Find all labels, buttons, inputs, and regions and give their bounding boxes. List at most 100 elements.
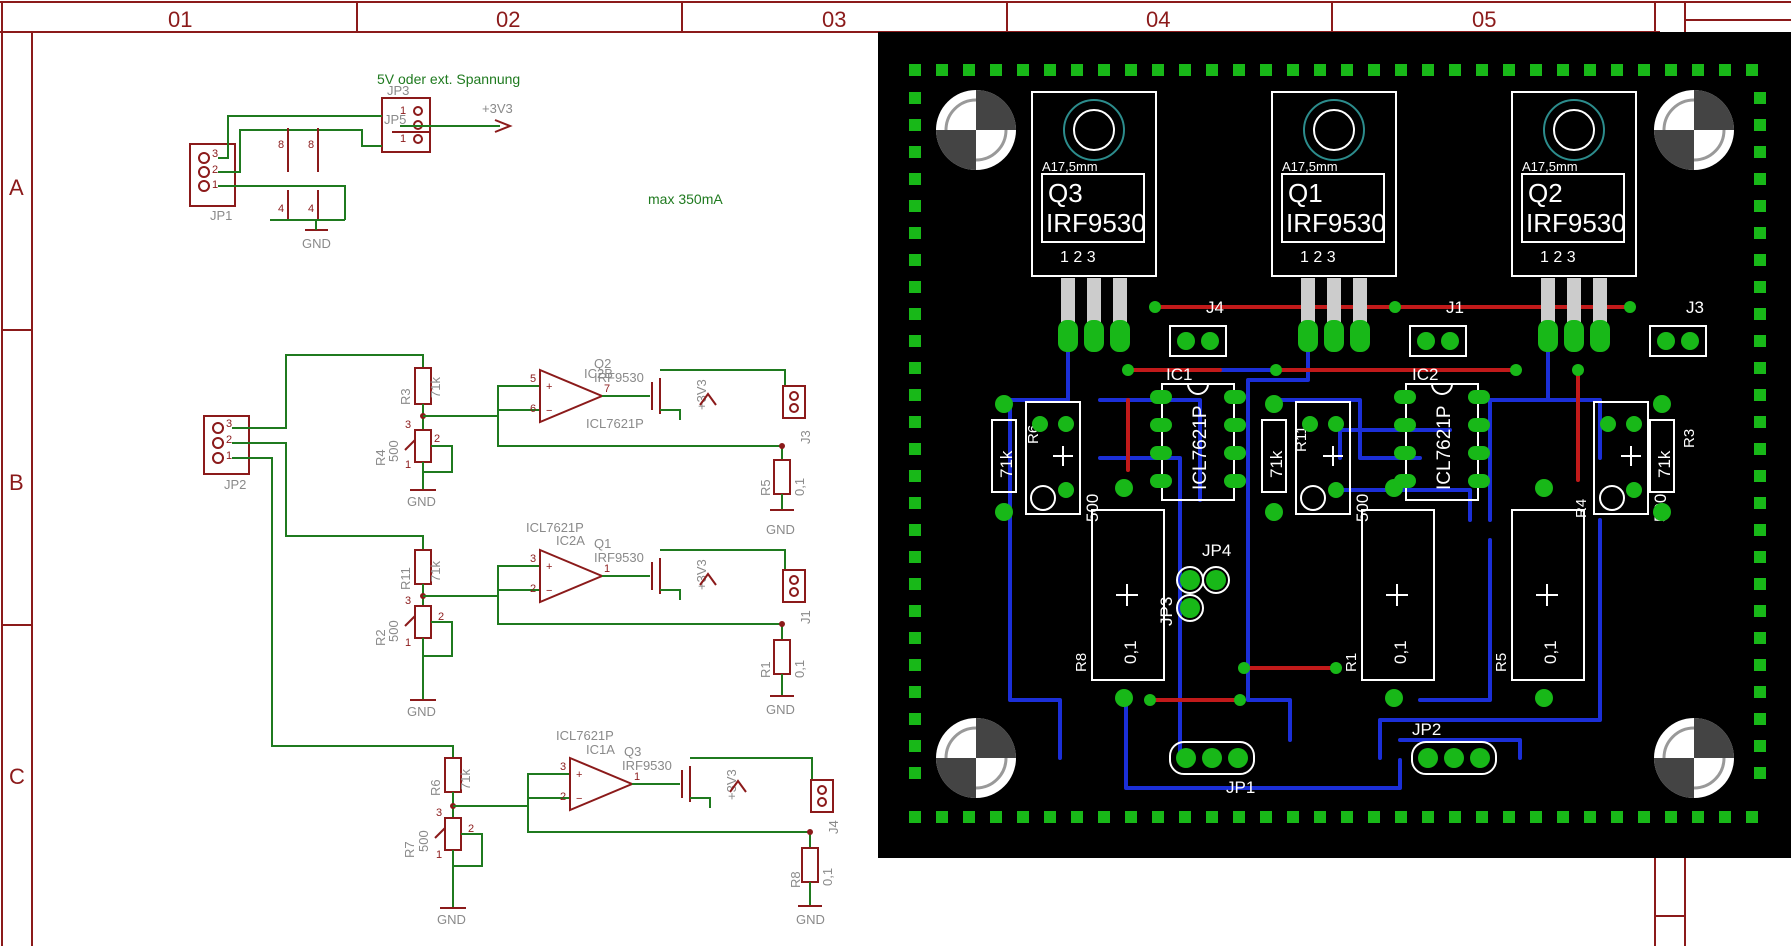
- jp3-label: JP3: [387, 83, 409, 98]
- ch1-rtop-value: 71k: [428, 377, 443, 398]
- ch1-j-label: J3: [798, 430, 813, 444]
- edge-pad: [1449, 64, 1461, 76]
- svg-text:3: 3: [405, 595, 411, 607]
- ch3-ic-part: ICL7621P: [556, 728, 614, 743]
- ch1-rsense-gnd: GND: [766, 522, 795, 537]
- svg-text:5: 5: [530, 373, 536, 385]
- channel-2: R11 71k R2 500 3 1 2 GND + − 3 2 1 ICL76…: [232, 442, 813, 719]
- ch2-rsense-value: 0,1: [792, 660, 807, 678]
- edge-pad: [909, 416, 921, 428]
- edge-pad: [1233, 64, 1245, 76]
- pcb-ic2: IC2 ICL7621P: [1394, 365, 1490, 501]
- svg-text:1: 1: [400, 133, 406, 145]
- edge-pad: [909, 227, 921, 239]
- edge-pad: [1754, 308, 1766, 320]
- svg-text:1: 1: [436, 849, 442, 861]
- jp2-label: JP2: [224, 477, 246, 492]
- ch3-pot-label: R7: [402, 841, 417, 858]
- svg-text:−: −: [546, 405, 552, 417]
- edge-pad: [1665, 64, 1677, 76]
- edge-pad: [909, 686, 921, 698]
- edge-pad: [1044, 811, 1056, 823]
- edge-pad: [1476, 811, 1488, 823]
- pcb-board: A17,5mm Q3 IRF9530 1 2 3 A17,5mm Q1 IRF9…: [878, 32, 1791, 858]
- pcb-r11-value: 71k: [1267, 450, 1286, 478]
- edge-pad: [909, 470, 921, 482]
- edge-pad: [909, 64, 921, 76]
- edge-pad: [909, 605, 921, 617]
- q3-pins: 1 2 3: [1060, 249, 1096, 266]
- edge-pad: [909, 443, 921, 455]
- edge-pad: [1754, 416, 1766, 428]
- edge-pad: [1368, 64, 1380, 76]
- edge-pad: [1638, 64, 1650, 76]
- ch2-rtop-value: 71k: [428, 561, 443, 582]
- pcb-shunt-r1: 0,1 R1: [1343, 479, 1435, 707]
- edge-pad: [1368, 811, 1380, 823]
- q3-part: IRF9530: [1046, 208, 1146, 238]
- pcb-jp2-label: JP2: [1412, 720, 1441, 739]
- edge-pad: [1746, 64, 1758, 76]
- edge-pad: [909, 811, 921, 823]
- ch2-rsense-label: R1: [758, 661, 773, 678]
- pcb-shunt-r8: 0,1 R8: [1073, 479, 1165, 707]
- svg-text:3: 3: [212, 148, 218, 160]
- ch1-supply: +3V3: [694, 379, 709, 410]
- pcb-ic1: IC1 ICL7621P: [1150, 365, 1246, 501]
- edge-pad: [1754, 578, 1766, 590]
- edge-pad: [1287, 64, 1299, 76]
- edge-pad: [1692, 64, 1704, 76]
- svg-text:+: +: [576, 769, 582, 781]
- pcb-r2-value: 500: [1353, 494, 1372, 522]
- svg-text:4: 4: [308, 203, 314, 215]
- edge-pad: [909, 389, 921, 401]
- pcb-r5-value: 0,1: [1541, 640, 1560, 664]
- pcb-q2: A17,5mm Q2 IRF9530 1 2 3: [1511, 91, 1637, 322]
- edge-pad: [1557, 811, 1569, 823]
- pcb-jp4-label: JP4: [1202, 541, 1231, 560]
- svg-text:2: 2: [434, 433, 440, 445]
- edge-pad: [909, 524, 921, 536]
- edge-pad: [990, 64, 1002, 76]
- edge-pad: [1754, 362, 1766, 374]
- edge-pad: [936, 64, 948, 76]
- edge-pad: [1260, 811, 1272, 823]
- edge-pad: [1754, 92, 1766, 104]
- edge-pad: [1314, 811, 1326, 823]
- edge-pad: [1341, 64, 1353, 76]
- ch1-jumper: [782, 385, 806, 419]
- pcb-vias: [1122, 301, 1636, 706]
- svg-text:7: 7: [604, 383, 610, 395]
- edge-pad: [1754, 713, 1766, 725]
- ch3-rsense-gnd: GND: [796, 912, 825, 927]
- svg-text:1: 1: [405, 637, 411, 649]
- edge-pad: [1754, 605, 1766, 617]
- edge-pad: [1530, 64, 1542, 76]
- pcb-jp1: JP1: [1169, 741, 1255, 797]
- ch1-ic-part: ICL7621P: [586, 416, 644, 431]
- ch1-pot-label: R4: [373, 449, 388, 466]
- edge-pad: [1754, 389, 1766, 401]
- edge-pad: [909, 92, 921, 104]
- mount-holes: [936, 90, 1734, 798]
- edge-pad: [909, 659, 921, 671]
- pcb-r3-value: 71k: [1655, 450, 1674, 478]
- pcb-q1: A17,5mm Q1 IRF9530 1 2 3: [1271, 91, 1397, 322]
- edge-pad: [1125, 64, 1137, 76]
- q3-heatsink-label: A17,5mm: [1042, 159, 1098, 174]
- ch1-rtop-label: R3: [398, 388, 413, 405]
- pcb-r1-value: 0,1: [1391, 640, 1410, 664]
- ch2-jumper: [782, 569, 806, 603]
- svg-text:−: −: [576, 793, 582, 805]
- edge-pad: [1314, 64, 1326, 76]
- edge-pad: [1754, 281, 1766, 293]
- edge-pad: [1557, 64, 1569, 76]
- edge-pad: [1503, 811, 1515, 823]
- q2-part: IRF9530: [1526, 208, 1626, 238]
- pcb-r1-label: R1: [1343, 653, 1360, 672]
- pcb-ic2-label: IC2: [1412, 365, 1438, 384]
- edge-pad: [1754, 524, 1766, 536]
- edge-pad: [909, 119, 921, 131]
- svg-text:2: 2: [530, 583, 536, 595]
- edge-pad: [909, 551, 921, 563]
